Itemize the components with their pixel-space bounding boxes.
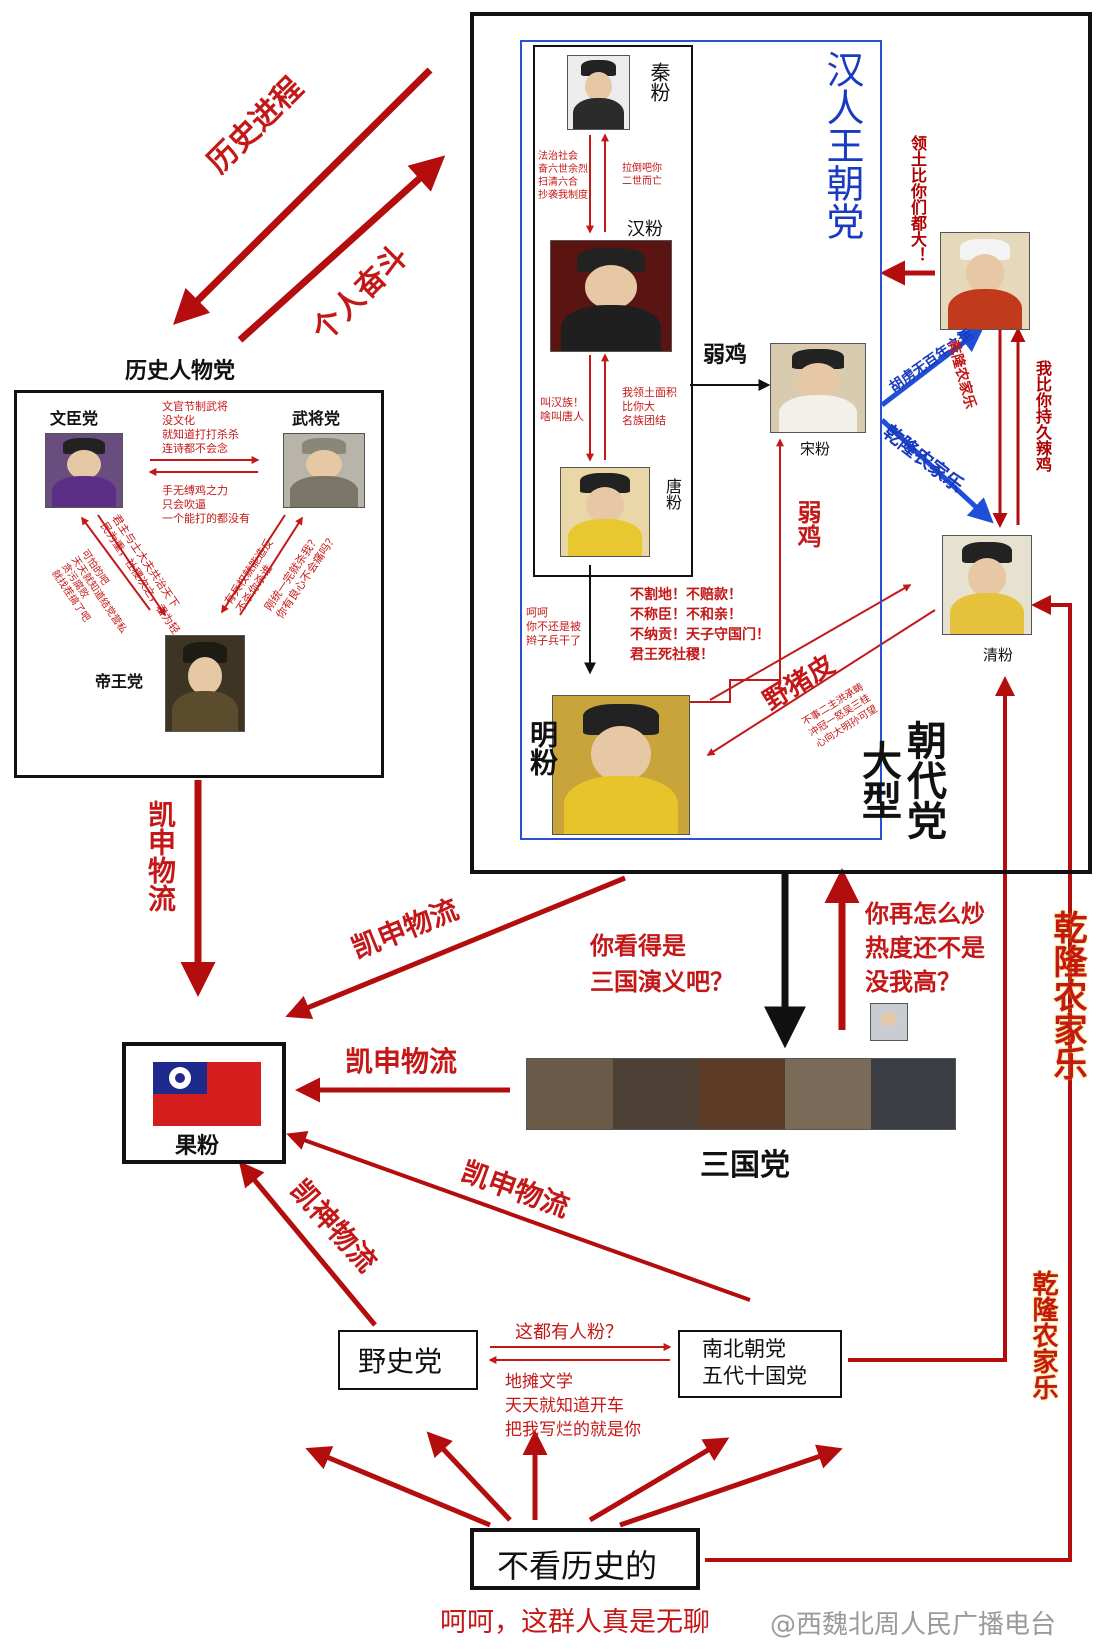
fan-arrow-1 [305, 1446, 491, 1528]
yuan-portrait [940, 232, 1030, 330]
military-emperor-arrow-1 [221, 514, 286, 614]
qing-label: 清粉 [983, 646, 1014, 664]
kaishen-label-3: 凯申物流 [345, 1045, 458, 1078]
dynasty-kmt-arrow [285, 875, 626, 1019]
han-label: 汉粉 [627, 219, 663, 240]
qin-label: 秦粉 [647, 62, 671, 102]
civil-emperor-arrow-1 [97, 514, 166, 617]
military-portrait [283, 433, 365, 508]
civil-portrait [45, 433, 123, 508]
nanbei-question: 这都有人粉？ [515, 1322, 623, 1343]
nanbei-qing-line [848, 676, 1015, 1362]
military-to-civil-text: 手无缚鸡之力只会吹逼 一个能打的都没有 [162, 484, 250, 525]
unofficial-label: 野史党 [358, 1345, 443, 1378]
civil-label: 文臣党 [50, 409, 99, 428]
dynasty-party-box [470, 12, 1092, 874]
han-to-tang-text: 叫汉族！啥叫唐人 [540, 396, 584, 423]
watermark: @西魏北周人民广播电台 [770, 1610, 1057, 1640]
tang-to-han-text: 我领土面积比你大 名族团结 [622, 386, 677, 427]
yuan-to-han-text: 领土比你们都大！ [908, 135, 927, 263]
ming-to-tang-text: 呵呵你不还是被 辫子兵干了 [526, 606, 581, 647]
qing-ming-arrow [706, 609, 936, 756]
ming-label: 明粉 [526, 720, 559, 776]
song-portrait [770, 343, 866, 433]
historical-figures-box [14, 390, 384, 778]
hype-question: 你再怎么炒热度还不是没我高？ [865, 900, 985, 996]
nanbei-label: 南北朝党五代十国党 [702, 1337, 807, 1388]
unofficial-box [338, 1330, 478, 1390]
no-history-qing-line [705, 595, 1072, 1562]
emperor-label: 帝王党 [95, 672, 144, 691]
ming-song-arrow [690, 438, 784, 703]
fan-arrow-5 [619, 1444, 843, 1528]
nanbei-box [678, 1330, 842, 1398]
song-label: 宋粉 [800, 440, 831, 458]
dynasty-large-title: 大型 [855, 740, 901, 820]
hulu-arrow [880, 326, 984, 407]
history-process-arrow [173, 67, 433, 325]
fan-arrow-4 [588, 1437, 730, 1523]
ming-pride-text: 不割地！不赔款！不称臣！不和亲！ 不纳贡！天子守国门！君王死社稷！ [630, 587, 770, 663]
kmt-label: 果粉 [175, 1134, 220, 1159]
kmt-box [122, 1042, 286, 1164]
han-dynasty-box [520, 40, 882, 840]
military-label: 武将党 [292, 409, 341, 428]
three-kingdoms-strip [526, 1058, 956, 1130]
ming-portrait [552, 695, 690, 835]
civil-emperor-arrow-2 [81, 516, 151, 611]
unofficial-kmt-arrow [238, 1161, 377, 1327]
qin-portrait [567, 55, 630, 130]
tang-label: 唐粉 [663, 478, 682, 510]
dynasty-party-title: 朝代党 [900, 720, 946, 840]
han-to-qin-text: 拉倒吧你二世而亡 [622, 163, 662, 187]
nanbei-kmt-arrow [286, 1130, 751, 1302]
weak-chicken-label-1: 弱鸡 [703, 343, 748, 368]
military-emperor-arrow-2 [239, 516, 303, 616]
civil-to-military-text: 文官节制武将没文化 就知道打打杀杀连诗都不会念 [162, 400, 239, 455]
han-portrait [550, 240, 672, 352]
nanbei-reply: 地摊文学天天就知道开车 把我写烂的就是你 [505, 1372, 641, 1440]
kaishen-label-1: 凯申物流 [144, 800, 177, 912]
emperor-portrait [165, 635, 245, 732]
qing-portrait [942, 535, 1032, 635]
qin-to-han-text: 法治社会奋六世余烈 扫清六合抄袭我制度 [538, 151, 588, 201]
historical-party-title: 历史人物党 [125, 359, 236, 384]
tang-portrait [560, 467, 650, 557]
no-history-label: 不看历史的 [497, 1547, 658, 1585]
three-kingdoms-label: 三国党 [700, 1148, 790, 1183]
qin-han-tang-box [533, 45, 693, 577]
fan-arrow-2 [426, 1431, 512, 1522]
weak-chicken-label-2: 弱鸡 [793, 500, 821, 548]
qianlong-side-label-1: 乾隆农家乐 [1047, 910, 1087, 1080]
han-party-title: 汉人王朝党 [820, 50, 864, 240]
personal-struggle-arrow [237, 155, 446, 343]
roc-flag-icon [153, 1062, 261, 1126]
qianlong-blue-arrow [880, 418, 994, 524]
no-history-box [470, 1528, 700, 1590]
wild-boar-arrow [709, 584, 912, 701]
yuan-to-qing-text: 我比你持久辣鸡 [1033, 360, 1052, 472]
bottom-note: 呵呵，这群人真是无聊 [440, 1607, 710, 1638]
romance-question: 你看得是三国演义吧？ [590, 932, 734, 996]
qianlong-side-label-2: 乾隆农家乐 [1028, 1270, 1058, 1400]
old-man-thumbnail [870, 1003, 908, 1041]
